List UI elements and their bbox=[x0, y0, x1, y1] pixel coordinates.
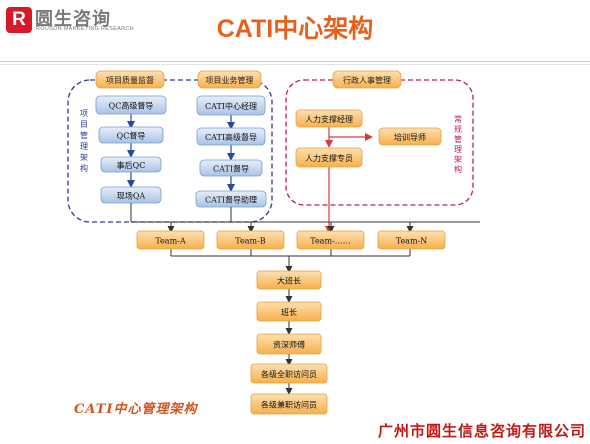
team-node-a: Team-A bbox=[136, 230, 205, 250]
team-bus-lines bbox=[130, 203, 480, 395]
team-node-n: Team-N bbox=[377, 230, 446, 250]
business-node-1-label: CATI中心经理 bbox=[205, 101, 257, 111]
business-header-tab: 项目业务管理 bbox=[197, 70, 262, 89]
page-title: CATI中心架构 bbox=[216, 15, 374, 43]
diagram-caption: CATI中心管理架构 bbox=[74, 402, 198, 417]
company-logo-name: 圆生咨询 bbox=[35, 9, 111, 30]
team-node-etc-label: Team-…… bbox=[310, 237, 351, 246]
chain-node-3: 资深师傅 bbox=[256, 333, 322, 355]
quality-node-4: 现场QA bbox=[100, 186, 162, 204]
business-node-1: CATI中心经理 bbox=[196, 95, 266, 116]
business-node-3: CATI督导 bbox=[199, 159, 263, 177]
quality-node-3: 事后QC bbox=[100, 156, 162, 173]
chain-node-1: 大班长 bbox=[256, 270, 322, 290]
admin-node-2-label: 人力支撑专员 bbox=[305, 153, 353, 163]
header-divider bbox=[0, 61, 590, 62]
header-divider-secondary bbox=[0, 64, 590, 65]
footer-company-name: 广州市圆生信息咨询有限公司 bbox=[377, 422, 586, 440]
quality-node-1-label: QC高级督导 bbox=[109, 101, 154, 111]
business-node-4: CATI督导助理 bbox=[195, 190, 267, 208]
team-node-etc: Team-…… bbox=[296, 230, 365, 250]
project-management-frame bbox=[67, 79, 273, 223]
admin-node-1: 人力支撑经理 bbox=[295, 109, 363, 128]
team-node-n-label: Team-N bbox=[396, 237, 428, 246]
quality-node-3-label: 事后QC bbox=[117, 160, 146, 170]
chain-node-3-label: 资深师傅 bbox=[273, 340, 305, 350]
admin-chain-arrows bbox=[325, 127, 373, 234]
logo-icon: R bbox=[6, 7, 32, 33]
admin-node-3-label: 培训导师 bbox=[394, 132, 426, 142]
team-node-a-label: Team-A bbox=[155, 237, 186, 246]
quality-node-2: QC督导 bbox=[98, 126, 164, 144]
admin-node-1-label: 人力支撑经理 bbox=[305, 114, 353, 124]
quality-node-4-label: 现场QA bbox=[117, 192, 146, 201]
admin-header-tab: 行政人事管理 bbox=[332, 70, 402, 89]
chain-node-2-label: 班长 bbox=[281, 307, 297, 317]
admin-management-side-label: 常规管理架构 bbox=[454, 115, 462, 174]
quality-header-label: 项目质量监督 bbox=[106, 75, 154, 85]
admin-header-label: 行政人事管理 bbox=[343, 75, 391, 85]
chain-node-4: 各级全职访问员 bbox=[250, 363, 328, 384]
quality-node-1: QC高级督导 bbox=[95, 95, 167, 115]
quality-header-tab: 项目质量监督 bbox=[95, 70, 165, 89]
team-node-b: Team-B bbox=[216, 230, 285, 250]
quality-node-2-label: QC督导 bbox=[117, 131, 146, 141]
business-node-4-label: CATI督导助理 bbox=[205, 195, 257, 205]
chain-node-1-label: 大班长 bbox=[277, 276, 301, 286]
business-node-3-label: CATI督导 bbox=[213, 164, 249, 174]
admin-node-3: 培训导师 bbox=[378, 127, 442, 146]
business-node-2-label: CATI高级督导 bbox=[205, 132, 257, 142]
chain-node-4-label: 各级全职访问员 bbox=[261, 369, 317, 379]
team-node-b-label: Team-B bbox=[235, 237, 266, 246]
chain-node-2: 班长 bbox=[256, 301, 322, 322]
business-node-2: CATI高级督导 bbox=[196, 127, 266, 146]
business-header-label: 项目业务管理 bbox=[206, 75, 254, 85]
project-management-side-label: 项目管理架构 bbox=[80, 109, 88, 173]
company-logo-english: ROUSON MARKETING RESEARCH bbox=[36, 26, 134, 32]
admin-node-2: 人力支撑专员 bbox=[295, 147, 363, 168]
chain-node-5: 各级兼职访问员 bbox=[250, 393, 328, 415]
chain-node-5-label: 各级兼职访问员 bbox=[261, 400, 317, 410]
